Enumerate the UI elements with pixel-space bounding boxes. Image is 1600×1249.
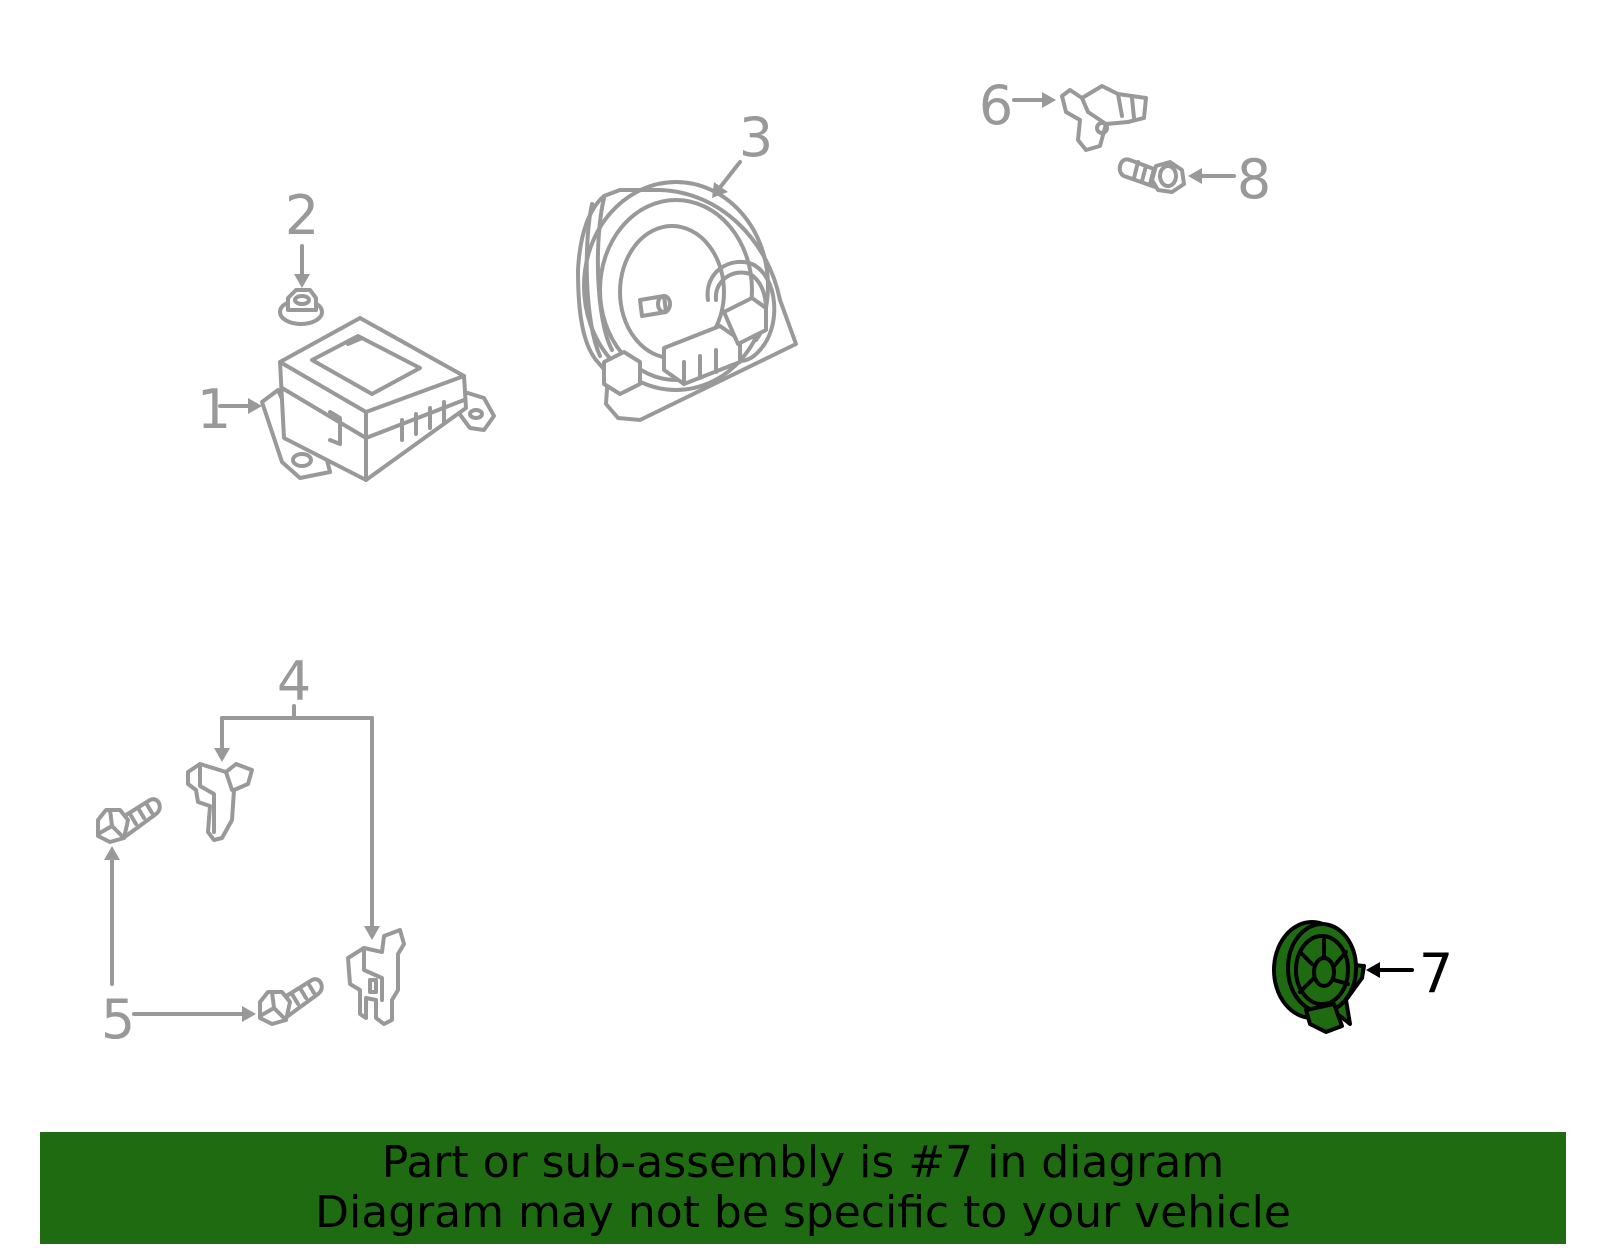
callout-arrowhead-1	[248, 398, 262, 414]
part-2-nut[interactable]	[278, 288, 324, 326]
part-4-lower-bracket[interactable]	[346, 928, 406, 1026]
callout-8-group: 8	[1188, 148, 1271, 211]
callout-label-3: 3	[739, 106, 773, 169]
part-5-upper-bolt[interactable]	[96, 797, 162, 844]
part-5-lower-bolt[interactable]	[258, 977, 324, 1026]
callout-arrowhead-6	[1042, 92, 1056, 108]
callout-arrowhead-2	[294, 274, 310, 288]
callout-arrowhead-5b	[242, 1006, 256, 1022]
callout-arrowhead-3	[712, 182, 728, 198]
callout-label-7: 7	[1419, 942, 1453, 1005]
part-4-upper-bracket[interactable]	[186, 762, 254, 842]
callout-label-1: 1	[197, 378, 231, 441]
callout-arrowhead-5a	[104, 846, 120, 860]
part-3-clock-spring[interactable]	[576, 180, 798, 422]
callout-1-group: 1	[197, 378, 262, 441]
callout-label-4: 4	[277, 650, 311, 713]
part-6-sensor[interactable]	[1060, 84, 1148, 152]
callout-2-group: 2	[285, 184, 319, 288]
callout-4-group: 4	[214, 650, 380, 940]
callout-arrowhead-8	[1188, 168, 1202, 184]
callout-arrowhead-4b	[364, 926, 380, 940]
callout-6-group: 6	[979, 74, 1056, 137]
callout-label-6: 6	[979, 74, 1013, 137]
info-banner: Part or sub-assembly is #7 in diagram Di…	[40, 1132, 1566, 1244]
callout-5-group: 5	[101, 846, 256, 1051]
callout-3-group: 3	[712, 106, 773, 198]
banner-line-2: Diagram may not be specific to your vehi…	[315, 1187, 1291, 1238]
banner-line-1: Part or sub-assembly is #7 in diagram	[381, 1137, 1225, 1188]
callout-arrowhead-7	[1366, 962, 1380, 978]
banner-background	[40, 1132, 1566, 1244]
callout-label-5: 5	[101, 988, 135, 1051]
callout-label-2: 2	[285, 184, 319, 247]
part-7-highlighted-part[interactable]	[1272, 920, 1366, 1034]
callout-7-group: 7	[1366, 942, 1453, 1005]
part-1-control-module[interactable]	[260, 316, 496, 482]
part-8-bolt[interactable]	[1117, 157, 1186, 194]
callout-arrowhead-4a	[214, 748, 230, 762]
callout-label-8: 8	[1237, 148, 1271, 211]
